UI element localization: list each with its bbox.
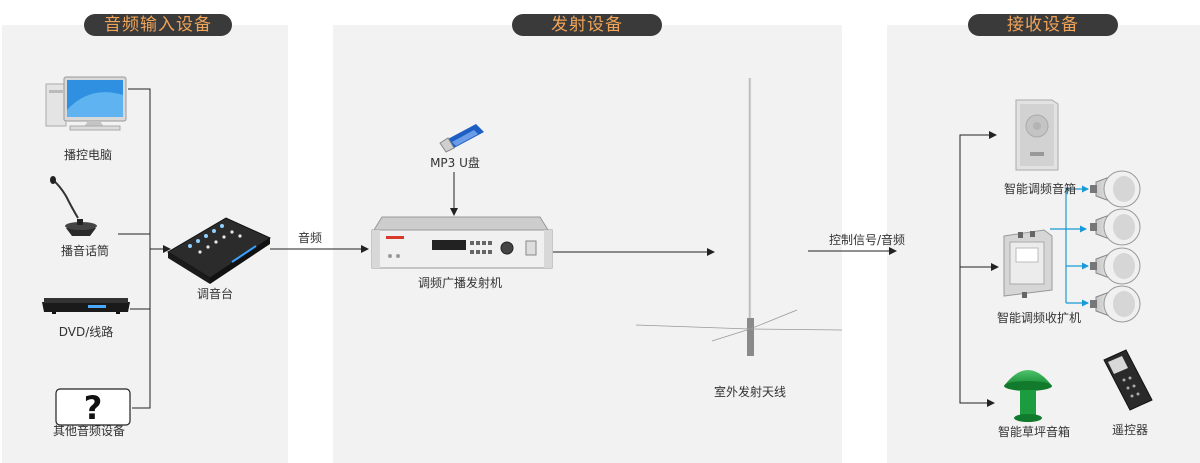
mixer-label: 调音台 [196,287,233,301]
other-device-label: 其他音频设备 [52,424,125,438]
to-speaker-arrow [959,134,996,407]
antenna-icon [635,78,843,356]
audio-mixer-icon [167,217,272,284]
wall-speaker-icon [1015,99,1059,171]
lawn-speaker-label: 智能草坪音箱 [997,425,1070,439]
connection-lines [118,88,999,409]
receiver-amplifier-icon [1003,229,1053,298]
mic-label: 播音话筒 [60,244,109,258]
remote-label: 遥控器 [1111,423,1148,437]
gooseneck-microphone-icon [50,176,97,236]
pc-to-bus-line [128,88,151,409]
usb-drive-icon [439,124,484,153]
pc-label: 播控电脑 [63,148,112,162]
svg-text:?: ? [84,389,103,427]
lawn-speaker-icon [1004,370,1052,422]
antenna-label: 室外发射天线 [713,385,786,399]
dvd-player-icon [42,298,130,314]
audio-edge-label: 音频 [297,231,322,245]
transmit-section-title: 发射设备 [512,14,662,36]
input-section-title: 音频输入设备 [84,14,232,36]
dvd-label: DVD/线路 [58,325,114,339]
remote-control-icon [1103,349,1153,411]
horn-connection-lines [1050,185,1089,307]
horn-speaker-icon [1090,170,1141,323]
question-mark-icon: ? [55,388,131,427]
receiver-label: 智能调频收扩机 [996,311,1081,325]
receive-section-title: 接收设备 [968,14,1118,36]
control-signal-label: 控制信号/音频 [828,233,906,247]
transmitter-label: 调频广播发射机 [417,276,502,290]
computer-icon [45,76,127,131]
rack-transmitter-icon [371,216,553,269]
speaker-label: 智能调频音箱 [1003,182,1076,196]
usb-label: MP3 U盘 [430,156,480,170]
